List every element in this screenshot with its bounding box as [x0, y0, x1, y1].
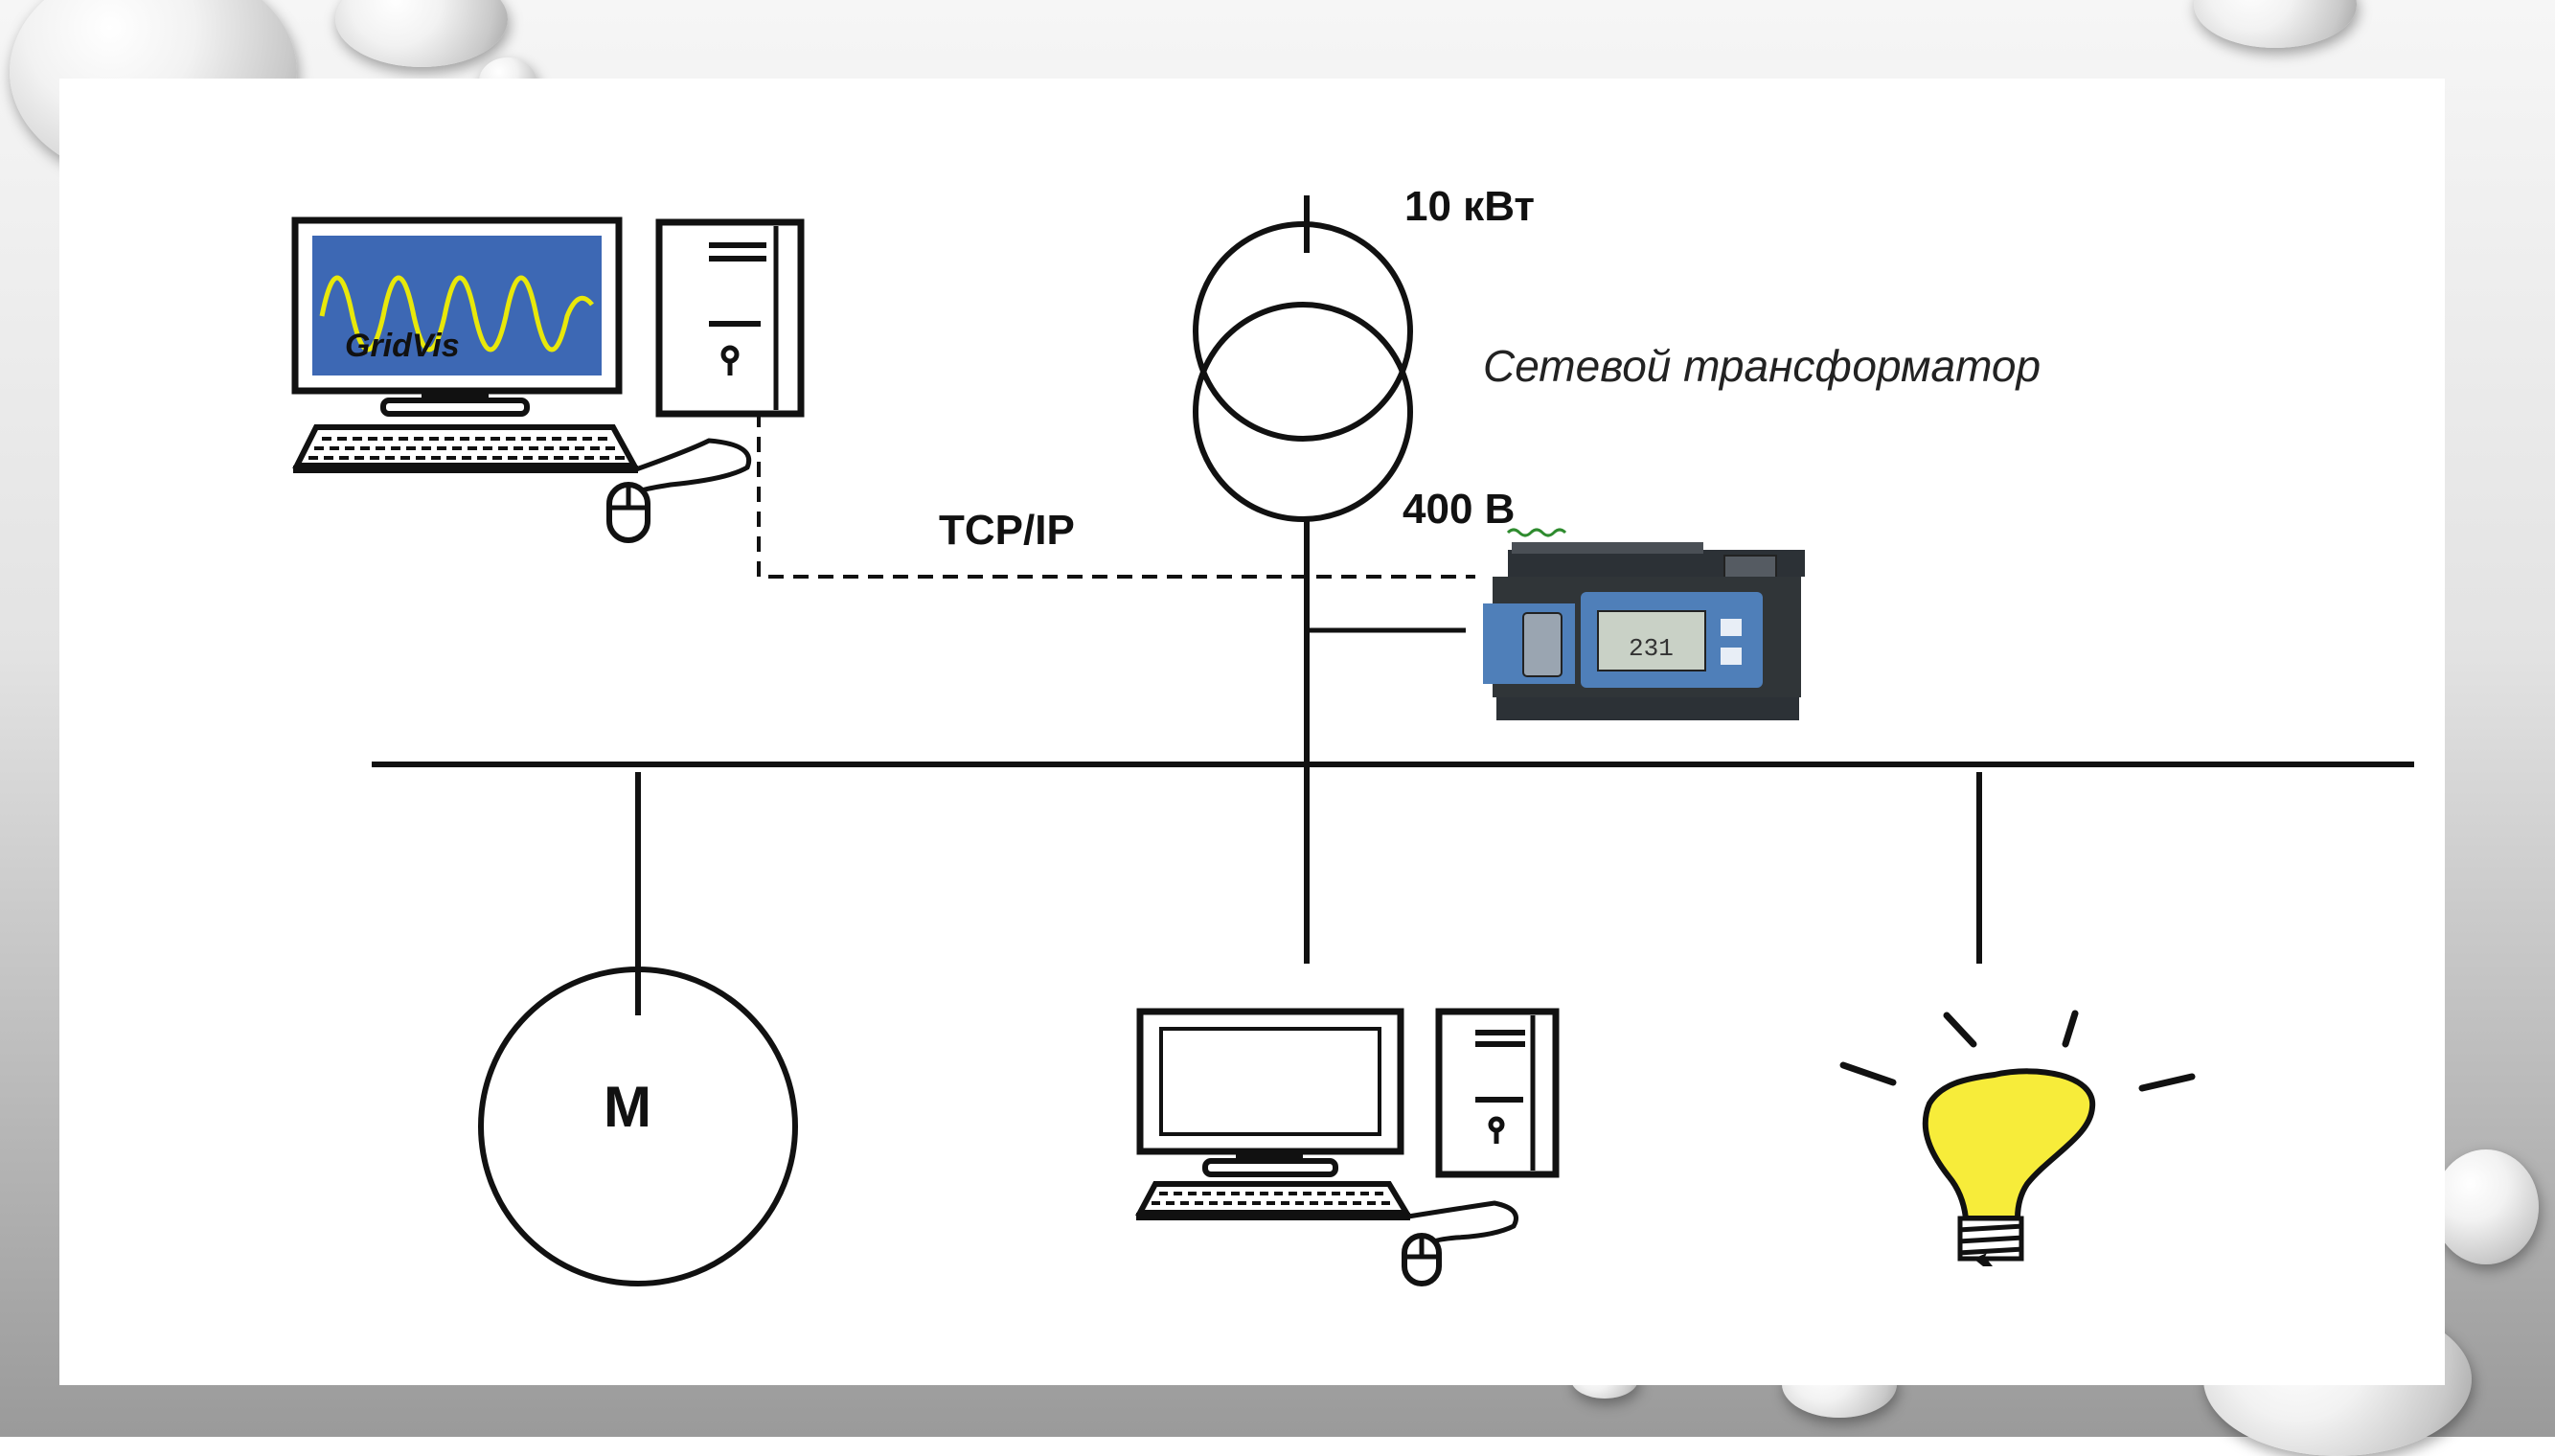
- motor-label: M: [604, 1075, 651, 1139]
- power-network-diagram: GridVis TCP/IP: [291, 183, 2414, 1286]
- mouse-icon: [606, 482, 650, 543]
- slide-canvas: GridVis TCP/IP: [59, 79, 2445, 1385]
- transformer-symbol: [1193, 221, 1413, 522]
- voltage-label: 400 В: [1403, 486, 1515, 533]
- power-label: 10 кВт: [1404, 183, 1535, 230]
- tower-case: [655, 218, 805, 418]
- transformer-label: Сетевой трансформатор: [1483, 341, 2041, 391]
- protocol-label: TCP/IP: [939, 507, 1075, 554]
- waveform-line: [319, 275, 594, 353]
- motor-symbol: [478, 967, 798, 1286]
- computer-icon: [1135, 1008, 1560, 1286]
- keyboard-base: [293, 466, 638, 473]
- monitor-base: [380, 398, 530, 417]
- tcpip-link: [757, 412, 1475, 579]
- monitor-neck: [422, 391, 489, 400]
- light-bulb-icon: [1839, 1010, 2196, 1266]
- software-label: GridVis: [345, 328, 460, 364]
- power-meter-icon: 231: [1483, 542, 1805, 720]
- gridvis-workstation: GridVis: [291, 216, 805, 543]
- svg-text:231: 231: [1629, 634, 1674, 663]
- water-drop-decoration: [2433, 1149, 2539, 1264]
- monitor-screen: [312, 236, 602, 375]
